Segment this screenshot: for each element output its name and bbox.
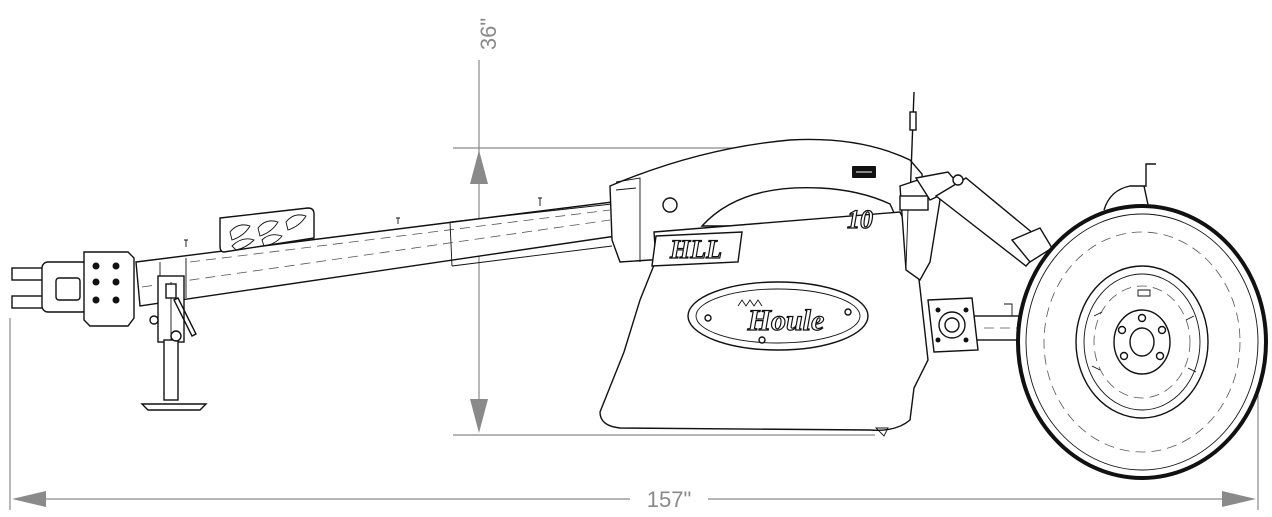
hub-cap [1129, 327, 1155, 357]
wheel-assembly [1016, 204, 1268, 480]
height-arrow-top [470, 150, 488, 184]
clevis-pin-block [55, 277, 81, 301]
rim-inner [1083, 273, 1201, 411]
hitch-plate [83, 251, 135, 327]
tongue-beam [135, 197, 617, 307]
hitch-plate-body [83, 251, 135, 327]
jack-lower-tube [163, 339, 179, 401]
height-label: 36" [476, 18, 501, 50]
gearbox-bracket [899, 175, 941, 282]
jack-stand [140, 275, 208, 411]
logo-oval-inner [695, 288, 861, 344]
jack-foot [140, 403, 208, 411]
model-decal: HLL [651, 231, 743, 267]
bracket-block [899, 195, 929, 211]
brand-logo-text: Houle [747, 304, 825, 337]
rim-dash [1093, 285, 1191, 399]
length-dimension: 157" [9, 305, 1259, 512]
rim-outer [1075, 265, 1209, 419]
axle-arm [927, 297, 1030, 353]
length-arrow-left [12, 491, 46, 507]
size-decal: 10 [846, 204, 873, 234]
tire-sidewall-dash [1043, 231, 1241, 453]
manual-holder-plate [219, 207, 315, 253]
length-label: 157" [647, 487, 692, 512]
antenna-clip [909, 111, 917, 131]
hub [1113, 309, 1171, 375]
jack-pin-handle [165, 283, 177, 299]
hood-bolt [662, 197, 678, 213]
logo-oval-outer [687, 281, 869, 351]
height-arrow-bottom [470, 399, 488, 433]
houle-logo: Houle [687, 281, 869, 351]
tire-tread-line [1025, 213, 1259, 471]
model-decal-panel [651, 231, 743, 267]
tongue-outer [135, 201, 617, 307]
hydraulic-cylinder [914, 171, 1053, 267]
bearing-inner [944, 317, 960, 333]
size-decal-text: 10 [847, 205, 873, 234]
holder-plate-body [219, 207, 315, 253]
hitch-clevis [11, 261, 89, 313]
model-decal-text: HLL [669, 235, 722, 264]
length-arrow-right [1222, 491, 1256, 507]
